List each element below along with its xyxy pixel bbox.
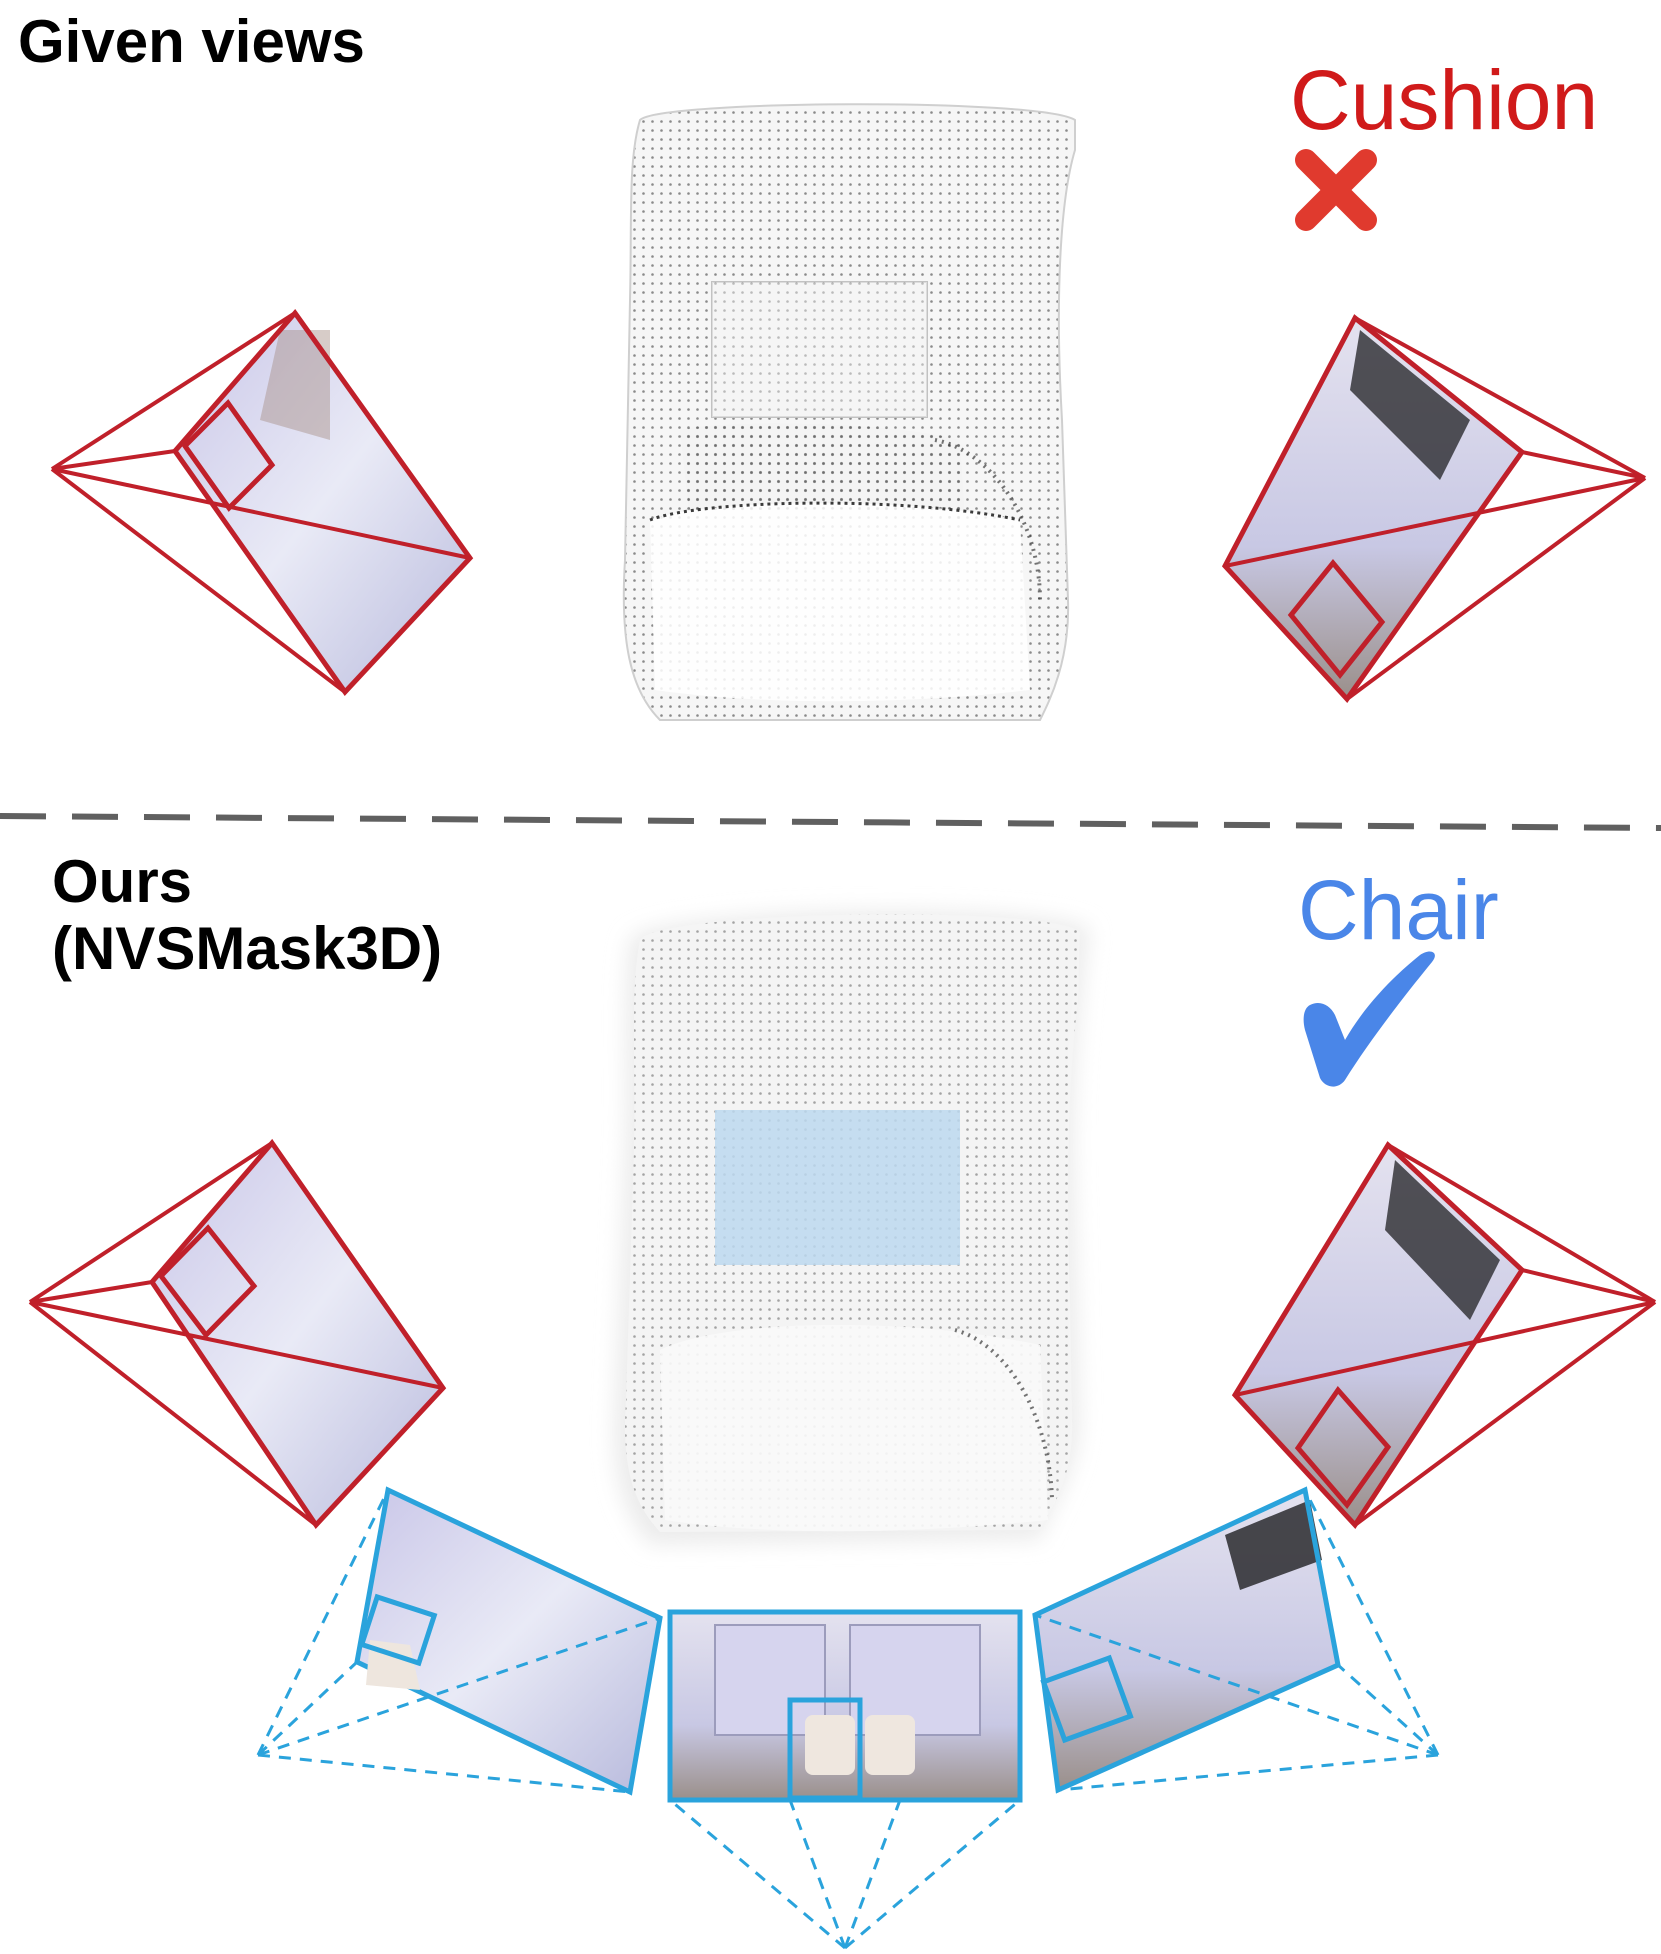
given-views-label: Given views [18,8,365,75]
ours-pointcloud-chair [613,910,1090,1545]
ours-given-view-camera-right [1231,1141,1657,1530]
novel-view-right-mask-box [1040,1654,1134,1744]
ours-given-view-camera-left [28,1138,447,1530]
novel-view-camera-center [667,1609,1023,1950]
check-mark-icon [1303,951,1435,1087]
novel-view-center-mask-box [787,1697,863,1801]
ours-label: Ours (NVSMask3D) [52,848,442,982]
novel-view-camera-left [256,1486,663,1796]
given-view-camera-right [1221,314,1647,703]
cushion-prediction-label: Cushion [1290,53,1599,147]
ours-label-line1: Ours [52,848,193,915]
ours-label-line2: (NVSMask3D) [52,915,443,983]
novel-view-camera-right [1032,1486,1440,1794]
section-divider [0,813,1661,831]
novel-view-left-mask-box [358,1593,438,1667]
given-pointcloud-chair [622,103,1076,721]
cushion-highlight [715,1110,960,1265]
given-view-camera-left [50,308,474,696]
cross-mark-icon [1295,149,1377,231]
chair-prediction-label: Chair [1298,863,1499,957]
